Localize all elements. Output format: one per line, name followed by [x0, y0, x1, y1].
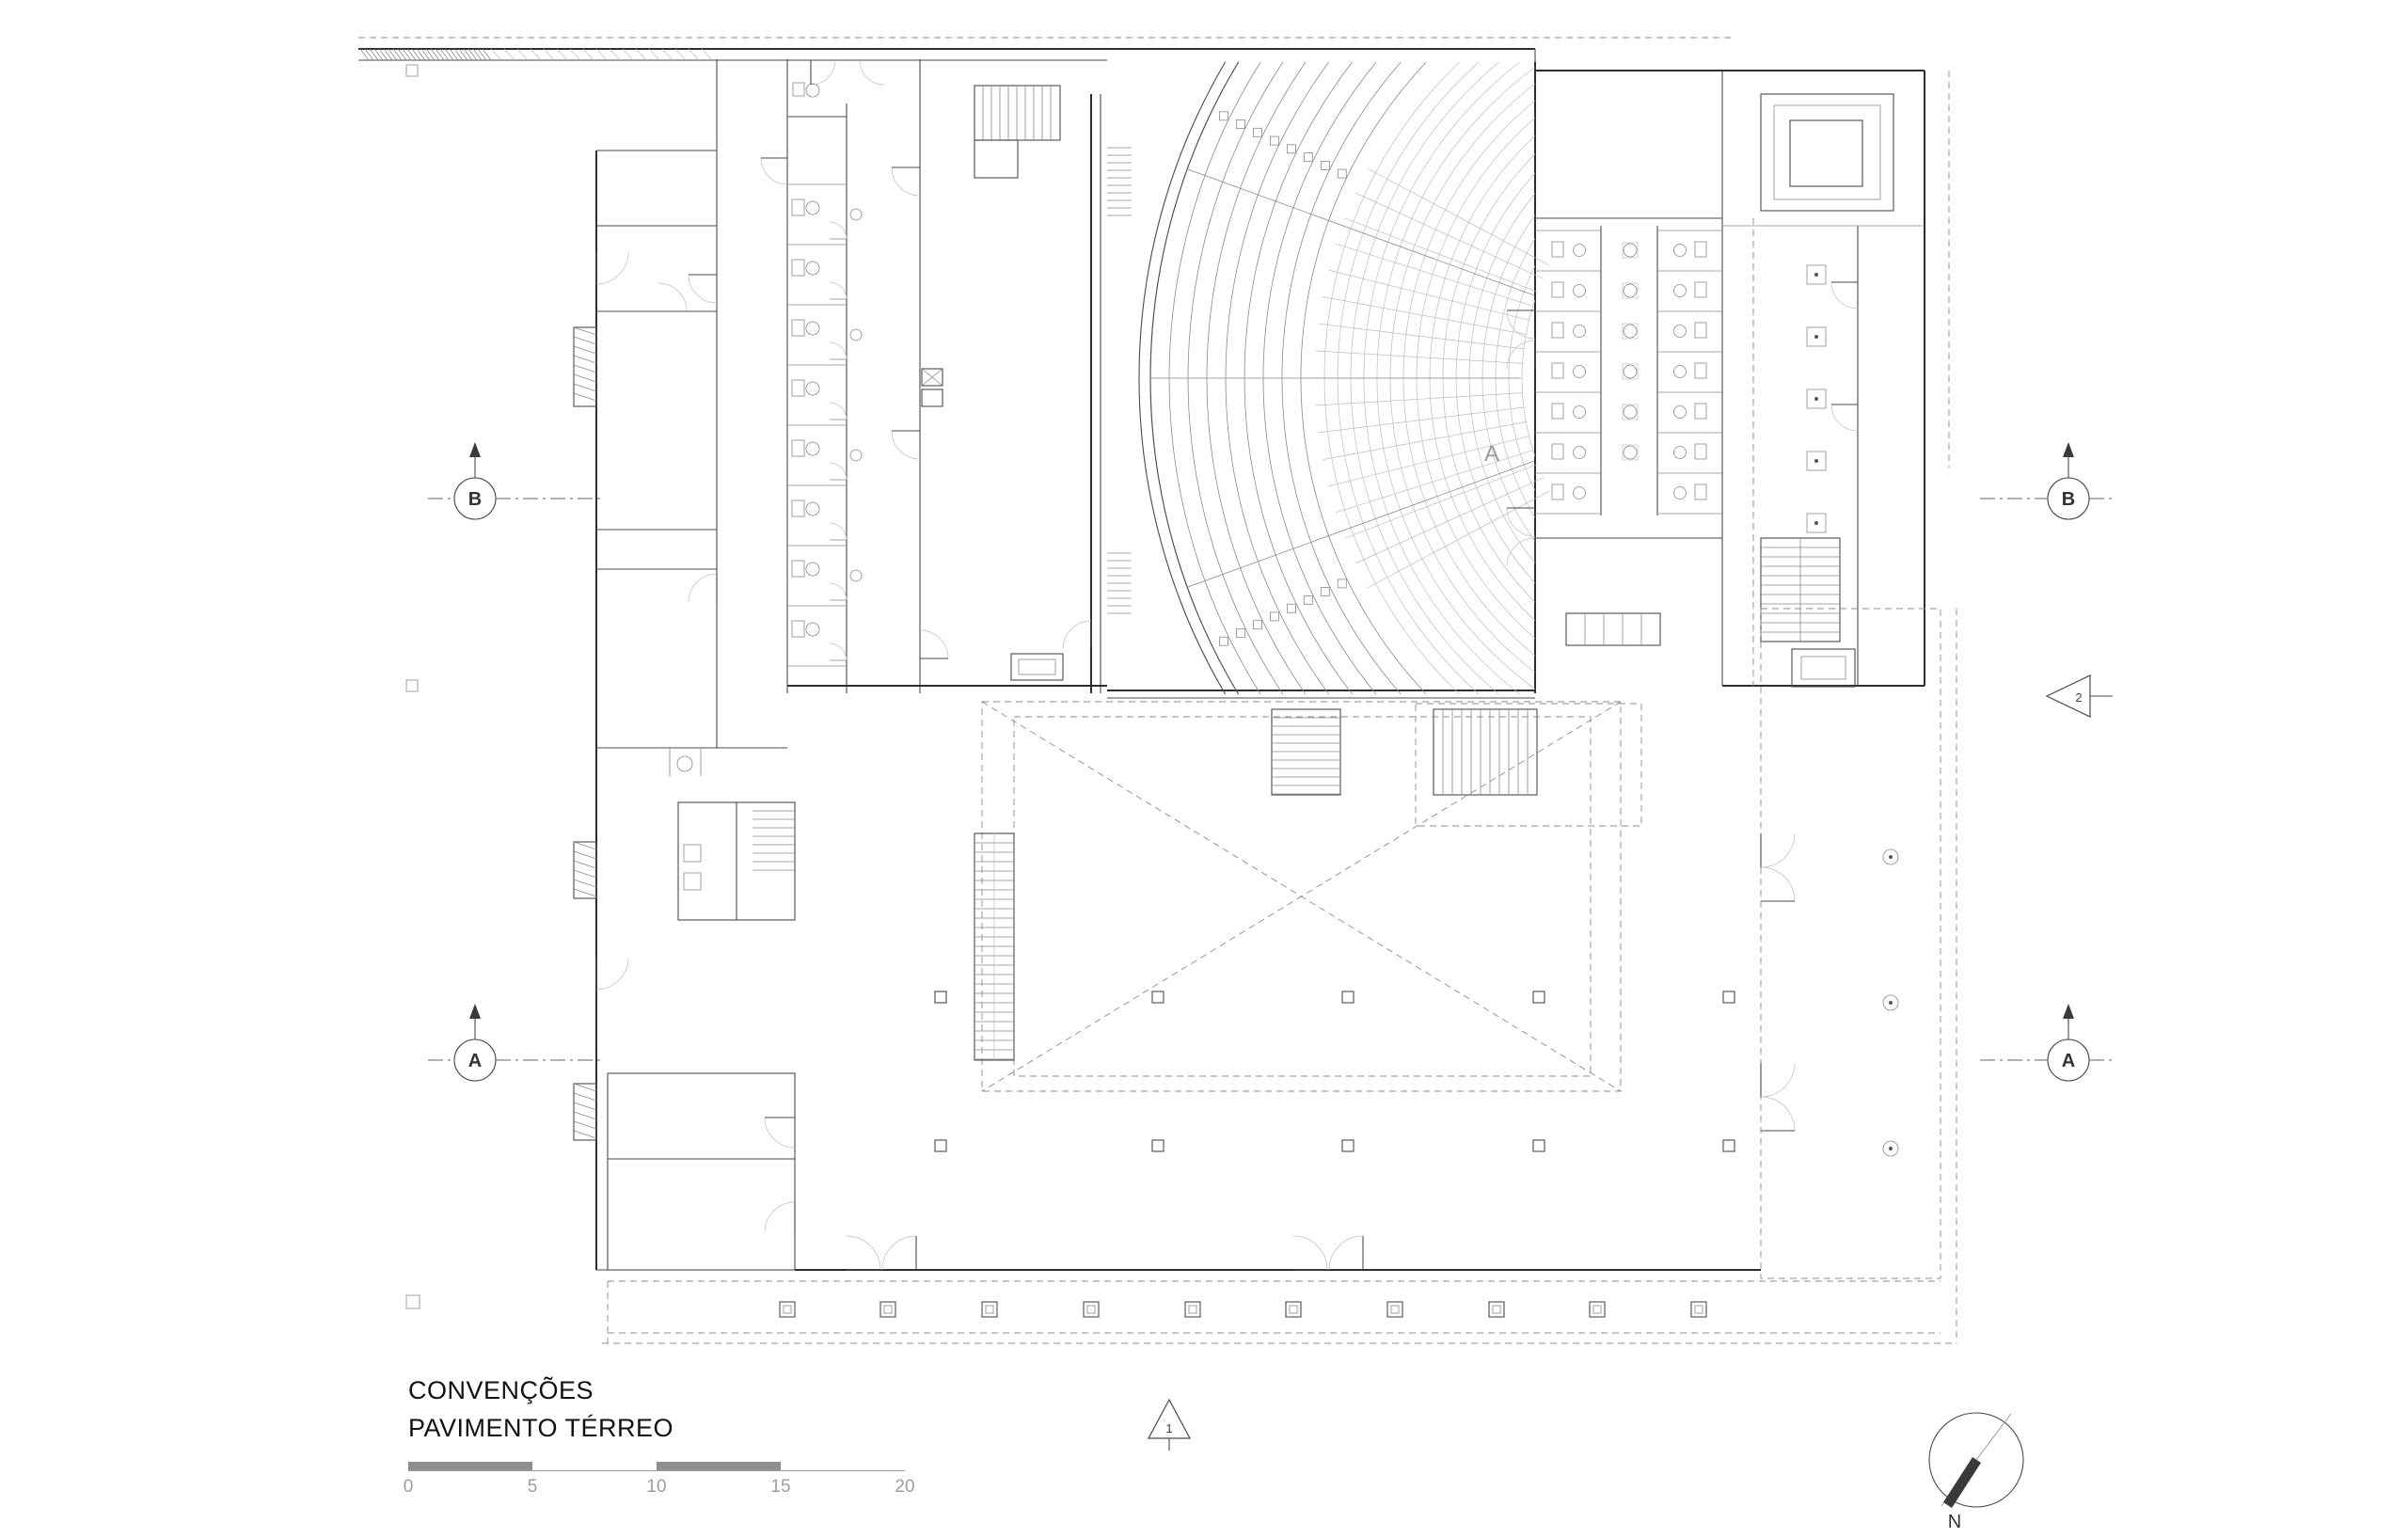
scale-label-5: 5: [527, 1477, 538, 1497]
section-markers: [428, 442, 2116, 1508]
section-marker-label-a-left: A: [468, 1051, 482, 1071]
detail-marker-label-2: 2: [2075, 690, 2082, 705]
scale-segment-empty: [781, 1462, 905, 1470]
drawing-title-line2: PAVIMENTO TÉRREO: [408, 1414, 674, 1442]
section-marker-label-a-right: A: [2062, 1051, 2075, 1071]
scale-baseline: [408, 1470, 905, 1471]
auditorium-section-label: A: [1484, 441, 1499, 467]
scale-label-20: 20: [895, 1477, 915, 1497]
scale-label-0: 0: [403, 1477, 414, 1497]
left-restrooms: [787, 82, 863, 667]
drawing-title-line1: CONVENÇÕES: [408, 1376, 594, 1404]
scale-segment-empty: [532, 1462, 657, 1470]
section-marker-label-b-right: B: [2062, 489, 2075, 510]
scale-segment-filled: [408, 1462, 532, 1470]
stage-area: [974, 85, 1132, 681]
scale-bar: 0 5 10 15 20: [404, 1462, 915, 1499]
scale-label-10: 10: [646, 1477, 667, 1497]
building-walls: [358, 37, 1950, 1309]
terrace-colonnade: [602, 608, 1957, 1344]
detail-marker-label-1: 1: [1165, 1421, 1172, 1435]
auditorium-seating: [1138, 61, 1642, 827]
scale-segment-filled: [657, 1462, 781, 1470]
north-label: N: [1948, 1512, 1961, 1532]
legend-block: CONVENÇÕES PAVIMENTO TÉRREO: [408, 1372, 673, 1447]
scale-label-15: 15: [770, 1477, 791, 1497]
right-restrooms: [1535, 218, 1754, 686]
door-swings: [595, 59, 1859, 1271]
lower-hall: [934, 701, 1735, 1152]
section-marker-label-b-left: B: [468, 489, 482, 510]
